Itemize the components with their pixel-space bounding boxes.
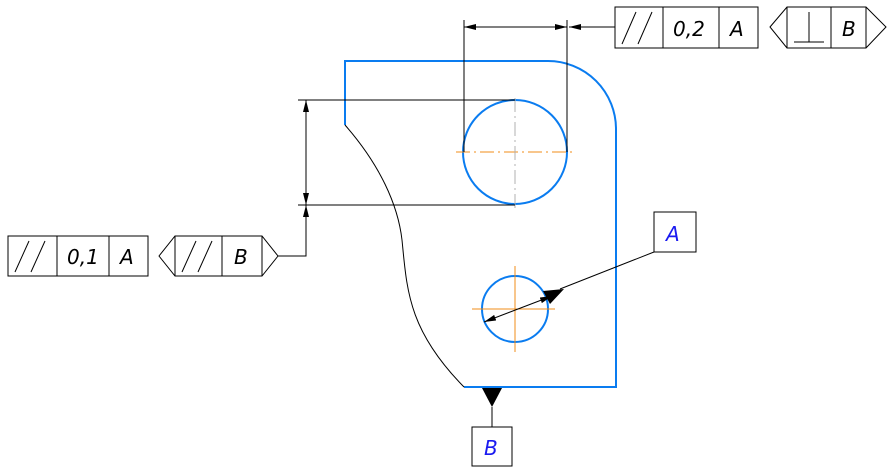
datum-reference: A	[118, 245, 134, 269]
datum-a[interactable]: A	[483, 211, 697, 323]
tolerance-value: 0,1	[67, 245, 99, 269]
datum-triangle-icon	[543, 289, 564, 304]
parallelism-icon	[181, 240, 213, 273]
parallelism-icon	[621, 11, 653, 45]
perpendicularity-icon	[794, 12, 824, 43]
datum-reference: B	[234, 245, 248, 269]
datum-b[interactable]: B	[471, 388, 513, 467]
datum-b-label: B	[484, 436, 498, 460]
break-curve	[344, 124, 465, 388]
datum-triangle-icon	[482, 388, 502, 407]
datum-a-label: A	[664, 222, 680, 246]
part-outline	[344, 60, 617, 388]
feature-control-frame-left[interactable]: 0,1 A	[7, 235, 149, 277]
feature-control-frame-top[interactable]: 0,2 A	[614, 6, 759, 49]
parallelism-icon	[14, 240, 46, 273]
diameter-dimension-line	[483, 295, 553, 323]
datum-reference: B	[842, 17, 856, 41]
flag-frame-left[interactable]: B	[158, 235, 279, 277]
tolerance-value: 0,2	[673, 17, 705, 41]
leader-line	[278, 205, 309, 257]
datum-reference: A	[728, 17, 744, 41]
flag-frame-top[interactable]: B	[769, 6, 887, 49]
